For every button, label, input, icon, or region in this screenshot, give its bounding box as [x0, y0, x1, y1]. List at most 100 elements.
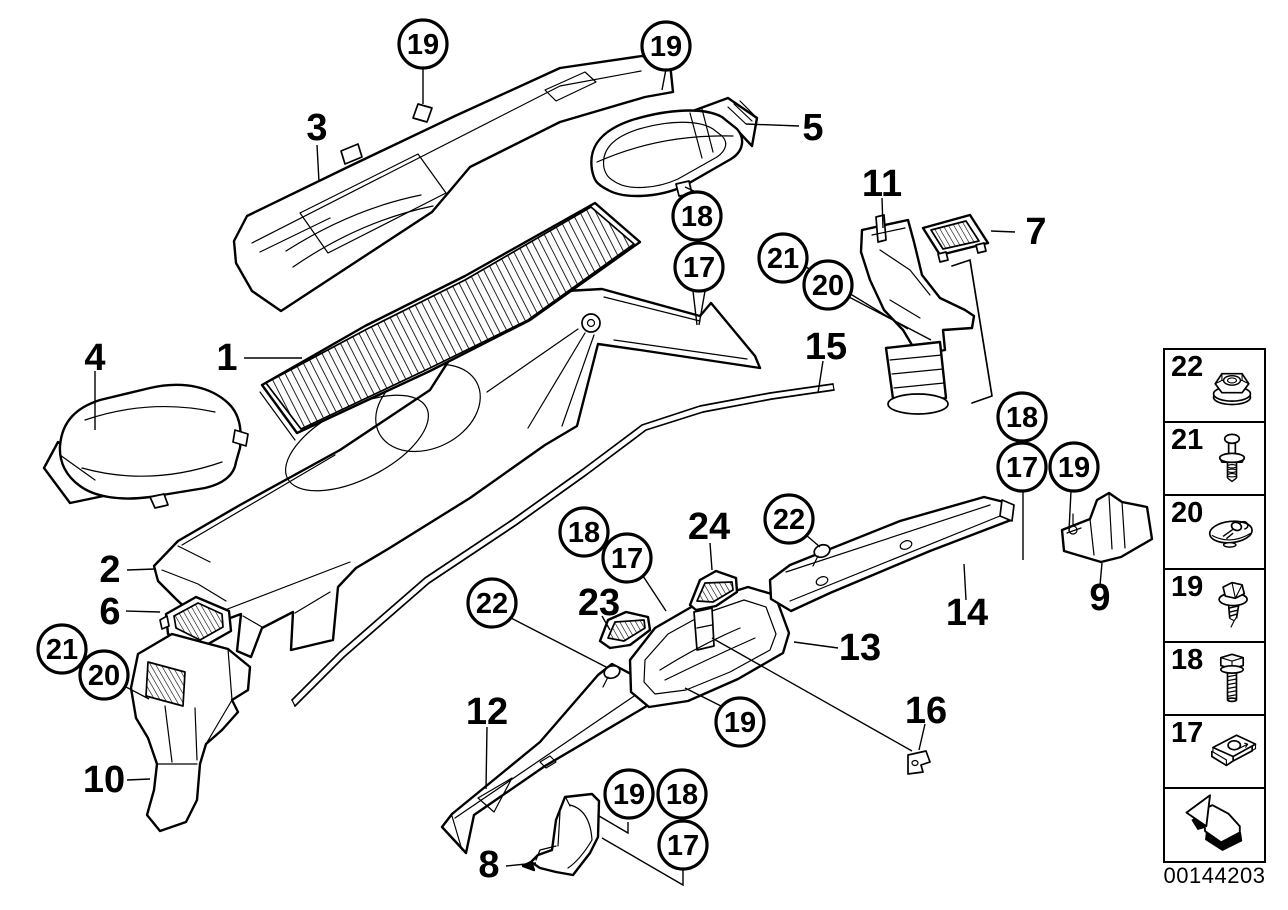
part-11-air-duct [859, 214, 993, 415]
callout-circle[interactable] [640, 20, 692, 72]
part-8-corner-trim [521, 792, 601, 877]
callout-circled-17[interactable]: 17 [996, 441, 1048, 493]
callout-circled-18[interactable]: 18 [558, 506, 610, 558]
legend-direction-arrow[interactable] [1163, 787, 1266, 863]
part-9-bracket [1060, 491, 1154, 564]
callout-circle[interactable] [673, 241, 725, 293]
callout-number: 19 [613, 779, 645, 811]
callout-part-2[interactable]: 2 [99, 549, 120, 591]
callout-circle[interactable] [757, 232, 809, 284]
callout-circled-17[interactable]: 17 [673, 241, 725, 293]
callout-circle[interactable] [558, 506, 610, 558]
callout-circled-19[interactable]: 19 [1048, 441, 1100, 493]
callout-circled-17[interactable]: 17 [657, 819, 709, 871]
callout-circled-21[interactable]: 21 [36, 623, 88, 675]
callout-circle[interactable] [1048, 441, 1100, 493]
callout-number: 17 [611, 543, 643, 575]
cage-clip-icon [1210, 734, 1257, 767]
part-24-grille [688, 569, 739, 612]
callout-circled-18[interactable]: 18 [671, 190, 723, 242]
callout-part-11[interactable]: 11 [862, 163, 902, 205]
direction-arrow-icon [1185, 794, 1243, 852]
legend-item-number: 19 [1171, 570, 1204, 603]
callout-part-3[interactable]: 3 [306, 107, 327, 149]
image-number: 00144203 [1163, 863, 1266, 888]
callout-part-6[interactable]: 6 [99, 591, 120, 633]
callout-circled-19[interactable]: 19 [397, 18, 449, 70]
callout-circle[interactable] [36, 623, 88, 675]
callout-part-24[interactable]: 24 [688, 506, 730, 548]
callout-number: 19 [407, 29, 439, 61]
callout-circle[interactable] [656, 768, 708, 820]
callout-circle[interactable] [996, 441, 1048, 493]
callout-number: 20 [88, 660, 120, 692]
legend-item-number: 17 [1171, 717, 1204, 750]
washer-screw-icon [1218, 582, 1248, 629]
callout-circled-19[interactable]: 19 [640, 20, 692, 72]
callout-circle[interactable] [397, 18, 449, 70]
callout-circle[interactable] [603, 768, 655, 820]
part-1-microfilter [259, 201, 642, 441]
callout-circled-18[interactable]: 18 [996, 391, 1048, 443]
callout-number: 21 [46, 634, 78, 666]
callout-circle[interactable] [996, 391, 1048, 443]
callout-circled-18[interactable]: 18 [656, 768, 708, 820]
callout-circled-19[interactable]: 19 [714, 696, 766, 748]
callout-circled-17[interactable]: 17 [601, 532, 653, 584]
flange-nut-icon [1212, 372, 1252, 406]
callout-part-7[interactable]: 7 [1025, 211, 1046, 253]
legend-item-17[interactable]: 17 [1163, 714, 1266, 790]
callout-number: 18 [666, 779, 698, 811]
callout-part-1[interactable]: 1 [216, 337, 237, 379]
part-5-cover [590, 96, 759, 198]
expansion-rivet-icon [1218, 433, 1246, 483]
callout-number: 18 [1006, 402, 1038, 434]
callout-part-9[interactable]: 9 [1089, 577, 1110, 619]
callout-part-15[interactable]: 15 [805, 326, 847, 368]
callout-part-8[interactable]: 8 [478, 844, 499, 886]
callout-circle[interactable] [466, 577, 518, 629]
callout-part-5[interactable]: 5 [802, 107, 823, 149]
callout-part-10[interactable]: 10 [83, 759, 125, 801]
legend-item-22[interactable]: 22 [1163, 348, 1266, 424]
callout-part-23[interactable]: 23 [578, 582, 620, 624]
callout-number: 20 [812, 270, 844, 302]
part-6-grille [159, 595, 233, 650]
callout-circled-20[interactable]: 20 [78, 649, 130, 701]
callout-circled-22[interactable]: 22 [763, 493, 815, 545]
legend-item-19[interactable]: 19 [1163, 567, 1266, 644]
callout-circle[interactable] [78, 649, 130, 701]
callout-part-16[interactable]: 16 [905, 690, 947, 732]
callout-number: 18 [681, 201, 713, 233]
callout-number: 17 [1006, 452, 1038, 484]
callout-circle[interactable] [763, 493, 815, 545]
callout-circle[interactable] [601, 532, 653, 584]
callout-part-13[interactable]: 13 [839, 627, 881, 669]
callout-circled-20[interactable]: 20 [802, 259, 854, 311]
callout-part-12[interactable]: 12 [466, 691, 508, 733]
callout-part-4[interactable]: 4 [84, 337, 105, 379]
callout-circle[interactable] [714, 696, 766, 748]
callout-circle[interactable] [671, 190, 723, 242]
callout-number: 17 [683, 252, 715, 284]
hex-bolt-icon [1219, 653, 1245, 702]
legend-item-21[interactable]: 21 [1163, 421, 1266, 497]
callout-circled-22[interactable]: 22 [466, 577, 518, 629]
callout-circle[interactable] [657, 819, 709, 871]
legend-item-number: 18 [1171, 643, 1204, 676]
callout-circle[interactable] [802, 259, 854, 311]
callout-number: 17 [667, 830, 699, 862]
part-10-air-duct [129, 632, 252, 833]
callout-circled-19[interactable]: 19 [603, 768, 655, 820]
callout-number: 19 [1058, 452, 1090, 484]
callout-number: 18 [568, 517, 600, 549]
legend-item-20[interactable]: 20 [1163, 494, 1266, 570]
legend-item-18[interactable]: 18 [1163, 640, 1266, 717]
part-22-clip-right [812, 543, 831, 567]
callout-part-14[interactable]: 14 [946, 592, 988, 634]
part-14-trim [768, 495, 1015, 613]
callout-circled-21[interactable]: 21 [757, 232, 809, 284]
parts-line-art [42, 54, 1154, 877]
